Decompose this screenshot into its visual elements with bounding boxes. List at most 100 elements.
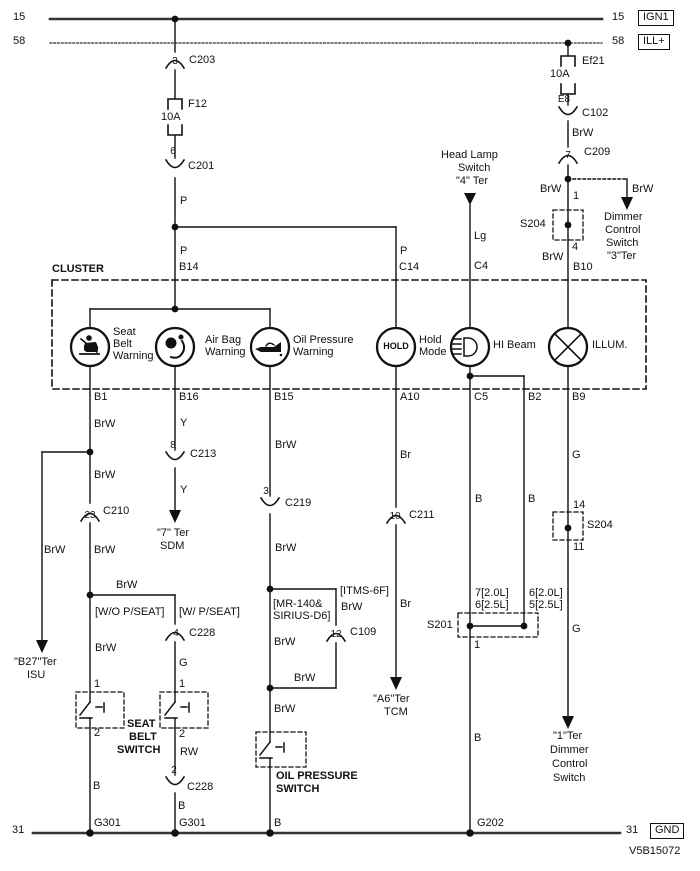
- rail-31-left: 31: [12, 824, 25, 836]
- f12-label: F12: [188, 98, 207, 110]
- sw2-pin1: 1: [179, 678, 186, 690]
- wire-b-3: B: [274, 817, 282, 829]
- connector-symbols: [79, 59, 579, 786]
- tag-ill-plus: ILL+: [638, 34, 670, 50]
- c219-pin: 3: [263, 486, 269, 497]
- c203-pin: 3: [172, 56, 178, 67]
- gnd-g301-2: G301: [179, 817, 206, 829]
- c228a-label: C228: [189, 627, 216, 639]
- junction-dots: [86, 15, 572, 837]
- c211-label: C211: [409, 509, 435, 521]
- hold-name-2: Mode: [419, 346, 447, 358]
- wire-b-5: B: [528, 493, 536, 505]
- sw1-pin1: 1: [94, 678, 101, 690]
- wire-b-1: B: [93, 780, 101, 792]
- isu-2: ISU: [27, 669, 46, 681]
- oil-name-2: Warning: [293, 346, 334, 358]
- wire-brw-9: BrW: [116, 579, 138, 591]
- sdm-1: "7" Ter: [157, 527, 190, 539]
- wire-br-2: Br: [400, 598, 411, 610]
- pin-b15: B15: [274, 391, 294, 403]
- wire-brw-15: BrW: [294, 672, 316, 684]
- pin-c14: C14: [399, 261, 420, 273]
- wire-y-2: Y: [180, 484, 188, 496]
- dimmer-bot-3: Control: [552, 758, 588, 770]
- wire-y-1: Y: [180, 417, 188, 429]
- s201-pin-r2: 5[2.5L]: [529, 599, 563, 611]
- dimmer-top-4: "3"Ter: [607, 250, 637, 262]
- seat-belt-warning-icon: [79, 335, 100, 355]
- f12-rating: 10A: [161, 111, 181, 123]
- c102-pin: E8: [557, 94, 571, 105]
- wire-brw-6: BrW: [94, 469, 116, 481]
- oil-name-1: Oil Pressure: [293, 334, 354, 346]
- s204a-label: S204: [520, 218, 546, 230]
- gnd-g301-1: G301: [94, 817, 121, 829]
- wire-g-3: G: [572, 623, 581, 635]
- wire-p-3: P: [400, 245, 408, 257]
- pin-c5: C5: [474, 391, 489, 403]
- illumination-lamp-icon: [553, 332, 583, 362]
- tcm-1: "A6"Ter: [373, 693, 410, 705]
- wire-g-2: G: [572, 449, 581, 461]
- seatbelt-sw-2: BELT: [129, 731, 157, 743]
- wire-brw-5: BrW: [94, 418, 116, 430]
- wire-br-1: Br: [400, 449, 411, 461]
- wire-b-4: B: [475, 493, 483, 505]
- hold-indicator-text: HOLD: [383, 341, 409, 351]
- dimmer-top-1: Dimmer: [604, 211, 643, 223]
- seatbelt-sw-3: SWITCH: [117, 744, 161, 756]
- pin-b9: B9: [572, 391, 586, 403]
- doc-code: V5B15072: [629, 845, 681, 857]
- c109-label: C109: [350, 626, 377, 638]
- wire-b-6: B: [474, 732, 482, 744]
- fuse-ef21-symbol: [560, 55, 576, 95]
- headlamp-3: "4" Ter: [456, 175, 489, 187]
- s204a-pin1: 1: [573, 190, 580, 202]
- s204a-pin4: 4: [572, 241, 579, 253]
- wire-b-2: B: [178, 800, 186, 812]
- rail-15-left: 15: [13, 11, 26, 23]
- c201-label: C201: [188, 160, 215, 172]
- rail-58-left: 58: [13, 35, 26, 47]
- wire-brw-11: BrW: [275, 439, 297, 451]
- wire-brw-8: BrW: [94, 544, 116, 556]
- airbag-name-1: Air Bag: [205, 334, 242, 346]
- s201-pin-l1: 7[2.0L]: [475, 587, 509, 599]
- c209-pin: 7: [565, 150, 571, 161]
- seatbelt-name-3: Warning: [113, 350, 154, 362]
- wire-brw-4: BrW: [542, 251, 564, 263]
- gnd-g202: G202: [477, 817, 504, 829]
- wire-brw-3: BrW: [632, 183, 654, 195]
- opt-mr140-2: SIRIUS-D6]: [273, 610, 331, 622]
- tcm-2: TCM: [384, 706, 408, 718]
- fuse-f12-symbol: [167, 98, 183, 136]
- wire-brw-16: BrW: [274, 703, 296, 715]
- seatbelt-sw-1: SEAT: [127, 718, 156, 730]
- c213-pin: 8: [170, 440, 176, 451]
- pin-a10: A10: [400, 391, 420, 403]
- wire-brw-14: BrW: [274, 636, 296, 648]
- wire-brw-12: BrW: [275, 542, 297, 554]
- cluster-title: CLUSTER: [52, 263, 104, 275]
- oil-pressure-warning-icon: [255, 342, 283, 357]
- rail-15-right: 15: [612, 11, 625, 23]
- c210-label: C210: [103, 505, 130, 517]
- c203-label: C203: [189, 54, 216, 66]
- c210-pin: 23: [84, 510, 96, 521]
- s201-label: S201: [427, 619, 453, 631]
- wire-lg: Lg: [474, 230, 487, 242]
- dimmer-top-2: Control: [605, 224, 641, 236]
- rail-58-right: 58: [612, 35, 625, 47]
- s204b-pin14: 14: [573, 499, 586, 511]
- dimmer-bot-1: "1"Ter: [553, 730, 583, 742]
- airbag-name-2: Warning: [205, 346, 246, 358]
- dimmer-top-3: Switch: [606, 237, 639, 249]
- wire-rw: RW: [180, 746, 199, 758]
- dimmer-bot-2: Dimmer: [550, 744, 589, 756]
- c228a-pin: 4: [173, 628, 179, 639]
- c219-label: C219: [285, 497, 312, 509]
- headlamp-1: Head Lamp: [441, 149, 498, 161]
